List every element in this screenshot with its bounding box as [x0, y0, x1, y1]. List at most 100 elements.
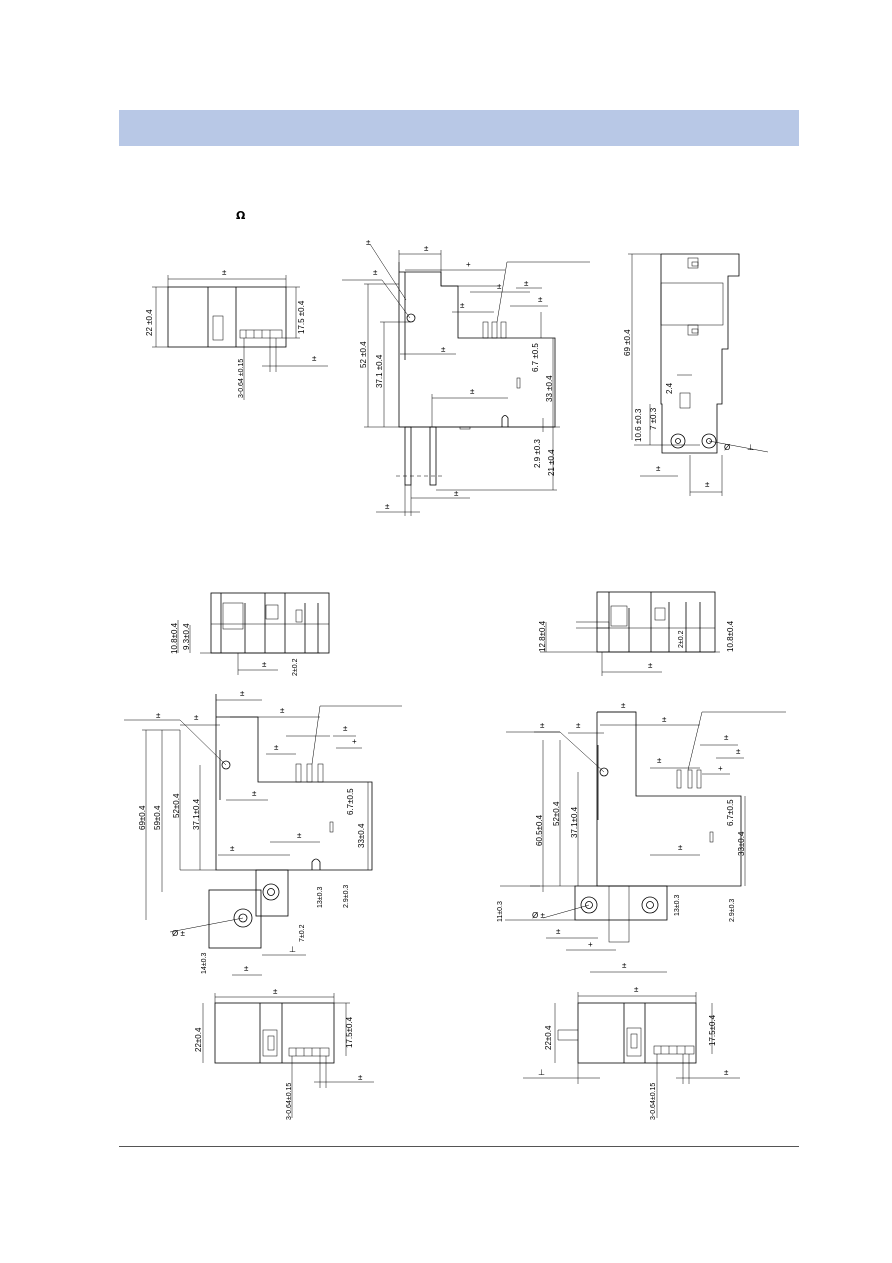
dim-text: 6.7±0.5	[726, 799, 735, 826]
dim-text: 33 ±0.4	[545, 375, 554, 402]
dim-text: 9.3±0.4	[182, 623, 191, 650]
dim-text: 22 ±0.4	[145, 309, 154, 336]
dim-text: ±	[273, 987, 278, 996]
dim-text: 10.8±0.4	[726, 620, 735, 652]
dim-text: ±	[634, 985, 639, 994]
drawing-bottom-left-side-view: ± 22±0.4 17.5±0.4 3-0.64±0.15 ±	[194, 987, 374, 1120]
dim-text: ±	[373, 268, 378, 277]
dim-text: 60.5±0.4	[535, 814, 544, 846]
dim-text: ±	[358, 1073, 363, 1082]
dim-text: 21 ±0.4	[547, 449, 556, 476]
dim-text: 52±0.4	[172, 793, 181, 818]
dim-text: 6.7±0.5	[346, 788, 355, 815]
dim-text: ±	[576, 721, 581, 730]
dim-text: 2.9±0.3	[343, 885, 350, 908]
drawing-top-left-side-view: ± 22 ±0.4 17.5 ±0.4 3-0.64 ±0.15 ±	[145, 268, 328, 400]
dim-text: 2±0.2	[292, 658, 299, 676]
dim-text: ±	[441, 345, 446, 354]
dim-text: ±	[252, 789, 257, 798]
dim-text: ±	[497, 282, 502, 291]
dim-text: 7 ±0.3	[649, 407, 658, 430]
dim-text: ±	[656, 464, 661, 473]
dim-text: 22±0.4	[194, 1027, 203, 1052]
dim-text: 37.1±0.4	[192, 798, 201, 830]
dim-text: Ø ±	[532, 911, 545, 920]
header-banner	[119, 110, 799, 146]
dim-text: ±	[460, 301, 465, 310]
dim-text: 33±0.4	[737, 831, 746, 856]
dim-text: +	[466, 260, 471, 269]
drawing-bottom-right-side-view: ± 22±0.4 17.5±0.4 3-0.64±0.15 ⊥ ±	[523, 985, 740, 1120]
drawing-middle-left-side-view: 10.8±0.4 9.3±0.4 ± 2±0.2	[170, 592, 330, 676]
dim-text: 13±0.3	[674, 895, 681, 916]
dim-text: ⊥	[289, 945, 296, 954]
dim-text: ±	[470, 387, 475, 396]
dim-text: +	[588, 940, 593, 949]
drawing-middle-right-side-view: 12.8±0.4 2±0.2 10.8±0.4 ±	[538, 591, 735, 676]
dim-text: ±	[622, 961, 627, 970]
dim-text: ±	[648, 661, 653, 670]
dim-text: ±	[230, 844, 235, 853]
dim-text: 17.5 ±0.4	[297, 300, 306, 334]
dim-text: 14±0.3	[201, 953, 208, 974]
dim-text: 69±0.4	[138, 805, 147, 830]
dim-text: 2.4	[665, 382, 674, 394]
dim-text: ±	[262, 660, 267, 669]
dim-text: 12.8±0.4	[538, 620, 547, 652]
dim-text: 13±0.3	[317, 887, 324, 908]
dim-text: ⊥	[747, 443, 754, 452]
dim-text: 11±0.3	[497, 901, 504, 922]
dim-text: ±	[621, 701, 626, 710]
dim-text: ±	[194, 713, 199, 722]
footer-rule	[119, 1146, 799, 1147]
dim-text: ±	[222, 268, 227, 277]
dim-text: ±	[657, 756, 662, 765]
dim-text: ±	[662, 715, 667, 724]
dim-text: ±	[156, 711, 161, 720]
dim-text: ±	[724, 733, 729, 742]
dim-text: ±	[280, 706, 285, 715]
dim-text: 33±0.4	[357, 823, 366, 848]
dim-text: ±	[556, 927, 561, 936]
drawing-top-middle-front-view: 52 ±0.4 37.1 ±0.4 6.7 ±0.5 33 ±0.4 2.9 ±…	[342, 238, 590, 516]
dim-text: 3-0.64 ±0.15	[238, 359, 245, 398]
dim-text: ±	[540, 721, 545, 730]
dim-text: ±	[297, 831, 302, 840]
dim-text: 6.7 ±0.5	[531, 343, 540, 372]
dim-text: ±	[312, 354, 317, 363]
dim-text: +	[718, 764, 723, 773]
dim-text: ±	[366, 238, 371, 247]
dim-text: 2.9±0.3	[729, 899, 736, 922]
dim-text: ±	[705, 480, 710, 489]
dim-text: 2±0.2	[678, 630, 685, 648]
dim-text: 2.9 ±0.3	[533, 439, 542, 468]
dim-text: 3-0.64±0.15	[650, 1083, 657, 1120]
dim-text: 52±0.4	[552, 801, 561, 826]
dim-text: 37.1 ±0.4	[375, 354, 384, 388]
drawing-lower-left-front-view: 69±0.4 59±0.4 52±0.4 37.1±0.4 6.7±0.5 33…	[124, 689, 402, 976]
dim-text: Ø	[724, 443, 730, 452]
dim-text: ±	[274, 743, 279, 752]
dim-text: 10.8±0.4	[170, 622, 179, 654]
dim-text: 52 ±0.4	[359, 341, 368, 368]
dim-text: Ø ±	[172, 929, 185, 938]
dim-text: 37.1±0.4	[570, 806, 579, 838]
dim-text: ±	[240, 689, 245, 698]
drawing-lower-right-front-view: 60.5±0.4 52±0.4 37.1±0.4 6.7±0.5 33±0.4 …	[497, 701, 786, 973]
dim-text: 3-0.64±0.15	[286, 1083, 293, 1120]
dim-text: 17.5±0.4	[345, 1016, 354, 1048]
dim-text: ±	[343, 724, 348, 733]
dim-text: 22±0.4	[544, 1025, 553, 1050]
dim-text: ±	[244, 964, 249, 973]
dim-text: ±	[736, 747, 741, 756]
dim-text: 10.6 ±0.3	[634, 408, 643, 442]
dim-text: ±	[385, 502, 390, 511]
dim-text: ±	[724, 1068, 729, 1077]
ohm-symbol: Ω	[236, 209, 246, 222]
dim-text: ⊥	[538, 1068, 545, 1077]
dim-text: ±	[424, 244, 429, 253]
drawing-top-right-end-view: 69 ±0.4 2.4 10.6 ±0.3 7 ±0.3 ± ± Ø ⊥	[623, 253, 769, 496]
dim-text: 69 ±0.4	[623, 329, 632, 356]
dim-text: ±	[538, 295, 543, 304]
